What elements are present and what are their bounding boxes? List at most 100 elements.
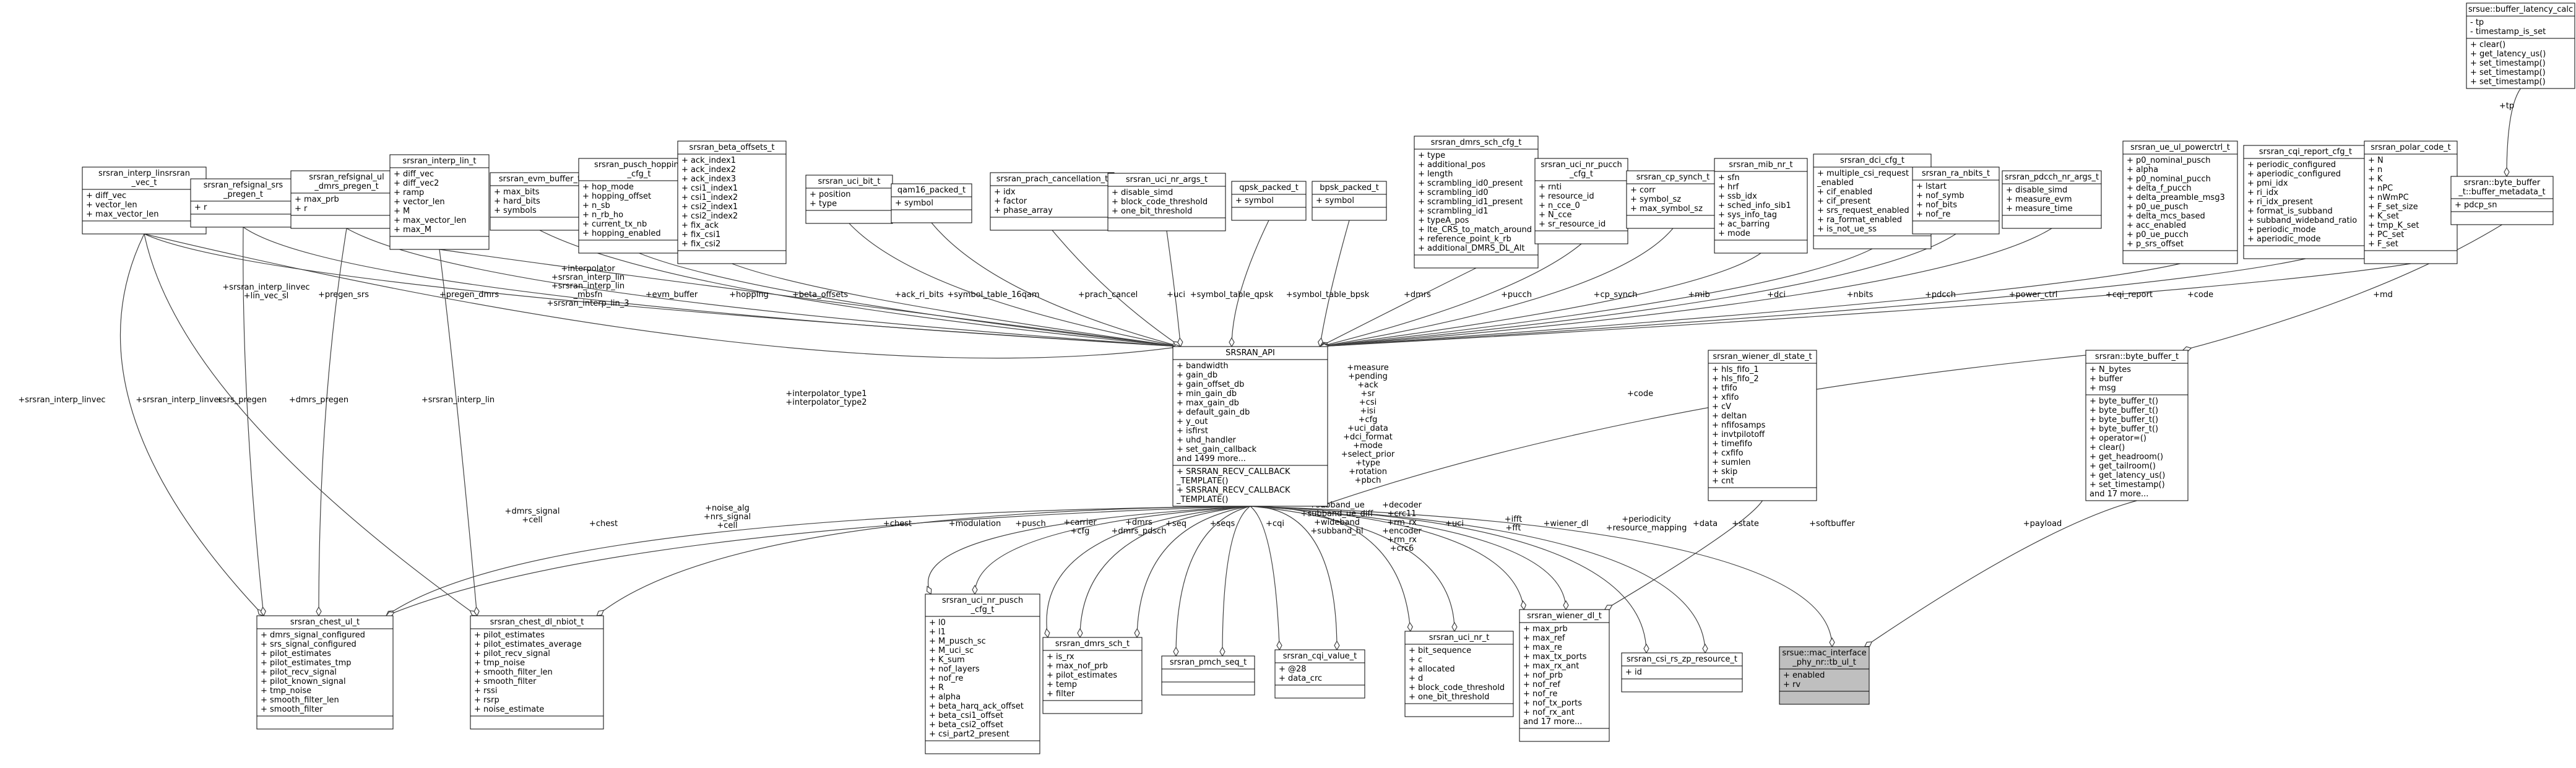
class-title: srsran_beta_offsets_t bbox=[689, 143, 775, 152]
class-box-uci-nr[interactable]: srsran_uci_nr_t+ bit_sequence+ c+ alloca… bbox=[1404, 631, 1514, 717]
class-field: + F_set_size bbox=[2368, 202, 2418, 212]
association-edge bbox=[1605, 500, 1763, 610]
class-field: + M_uci_sc bbox=[929, 646, 974, 655]
class-box-evm-buffer[interactable]: srsran_evm_buffer_t+ max_bits+ hard_bits… bbox=[490, 172, 590, 231]
class-field: + pdcp_sn bbox=[2455, 201, 2497, 210]
class-box-qam16[interactable]: qam16_packed_t+ symbol bbox=[891, 183, 972, 223]
class-field: + n_rb_ho bbox=[582, 210, 623, 220]
edge-label: +wiener_dl bbox=[1543, 519, 1588, 529]
class-field: + sys_info_tag bbox=[1718, 210, 1777, 220]
class-box-mac-interface[interactable]: srsue::mac_interface_phy_nr::tb_ul_t+ en… bbox=[1779, 646, 1870, 705]
class-field: + ack_index1 bbox=[681, 156, 736, 165]
class-box-cqi-value[interactable]: srsran_cqi_value_t+ @28+ data_crc bbox=[1274, 649, 1365, 699]
edge-label: +cfg bbox=[1359, 415, 1378, 425]
class-method: + set_timestamp() bbox=[2470, 77, 2546, 87]
class-box-pmch-seq[interactable]: srsran_pmch_seq_t bbox=[1161, 655, 1255, 696]
class-title: srsran_uci_nr_t bbox=[1429, 633, 1490, 642]
class-box-dmrs-sch-cfg[interactable]: srsran_dmrs_sch_cfg_t+ type+ additional_… bbox=[1414, 136, 1539, 269]
class-title: SRSRAN_API bbox=[1225, 348, 1275, 358]
class-title: srsran_interp_lin_t bbox=[402, 157, 476, 166]
class-field: + cxfifo bbox=[1712, 449, 1744, 458]
class-box-interp-lin-vec[interactable]: srsran_interp_linsrsran_vec_t+ diff_vec+… bbox=[82, 166, 207, 235]
class-box-cp-synch[interactable]: srsran_cp_synch_t+ corr+ symbol_sz+ max_… bbox=[1626, 170, 1720, 229]
class-method: + byte_buffer_t() bbox=[2090, 397, 2158, 406]
class-box-chest-dl-nbiot[interactable]: srsran_chest_dl_nbiot_t+ pilot_estimates… bbox=[470, 615, 604, 730]
class-field: + y_out bbox=[1177, 417, 1208, 426]
edge-label: +dci_format bbox=[1343, 433, 1393, 442]
class-field: + one_bit_threshold bbox=[1409, 692, 1489, 702]
class-field: + N_cce bbox=[1539, 210, 1572, 220]
class-box-bpsk[interactable]: bpsk_packed_t+ symbol bbox=[1312, 181, 1387, 221]
association-edge bbox=[1320, 248, 1873, 347]
class-box-polar-code[interactable]: srsran_polar_code_t+ N+ n+ K+ nPC+ nWmPC… bbox=[2364, 140, 2458, 264]
class-box-prach-cancel[interactable]: srsran_prach_cancellation_t+ idx+ factor… bbox=[990, 172, 1115, 231]
class-box-interp-lin[interactable]: srsran_interp_lin_t+ diff_vec+ diff_vec2… bbox=[389, 154, 490, 250]
class-box-dci-cfg[interactable]: srsran_dci_cfg_t+ multiple_csi_request_e… bbox=[1813, 153, 1932, 249]
class-box-refsignal-dmrs[interactable]: srsran_refsignal_ul_dmrs_pregen_t+ max_p… bbox=[290, 170, 403, 229]
class-method: + byte_buffer_t() bbox=[2090, 415, 2158, 425]
edge-label: +md bbox=[2373, 290, 2393, 300]
class-box-uci-bit[interactable]: srsran_uci_bit_t+ position+ type bbox=[805, 175, 893, 224]
class-box-srsran-api[interactable]: SRSRAN_API+ bandwidth+ gain_db+ gain_off… bbox=[1172, 346, 1328, 507]
class-field: + csi2_index2 bbox=[681, 212, 738, 221]
class-box-ra-nbits[interactable]: srsran_ra_nbits_t+ lstart+ nof_symb+ nof… bbox=[1912, 166, 2000, 235]
edge-label: +data bbox=[1693, 519, 1718, 529]
class-field: + typeA_pos bbox=[1418, 216, 1469, 225]
class-title: srsran_uci_nr_args_t bbox=[1126, 175, 1208, 184]
class-field: + rv bbox=[1783, 680, 1800, 689]
class-field: + beta_csi2_offset bbox=[929, 720, 1003, 730]
class-box-wiener-dl[interactable]: srsran_wiener_dl_t+ max_prb+ max_ref+ ma… bbox=[1519, 609, 1610, 742]
association-edge bbox=[319, 228, 347, 616]
class-box-mib-nr[interactable]: srsran_mib_nr_t+ sfn+ hrf+ ssb_idx+ sche… bbox=[1714, 158, 1808, 254]
class-method: and 17 more... bbox=[2090, 490, 2148, 499]
edge-label: +uci_data bbox=[1347, 424, 1388, 433]
class-title: srsran_evm_buffer_t bbox=[499, 175, 581, 184]
edge-label: +cell bbox=[717, 521, 737, 530]
edge-label: +lin_vec_sl bbox=[244, 291, 289, 301]
class-field: + symbol_sz bbox=[1630, 195, 1681, 204]
class-box-uci-nr-pucch[interactable]: srsran_uci_nr_pucch_cfg_t+ rnti+ resourc… bbox=[1534, 158, 1628, 244]
class-box-byte-buffer[interactable]: srsran::byte_buffer_t+ N_bytes+ buffer+ … bbox=[2085, 350, 2189, 501]
class-box-dmrs-sch[interactable]: srsran_dmrs_sch_t+ is_rx+ max_nof_prb+ p… bbox=[1042, 637, 1143, 714]
association-edge bbox=[1047, 506, 1251, 637]
class-box-chest-ul[interactable]: srsran_chest_ul_t+ dmrs_signal_configure… bbox=[256, 615, 394, 730]
class-field: + type bbox=[1418, 151, 1445, 160]
class-field: + fix_csi2 bbox=[681, 239, 720, 249]
class-boxes: srsran_interp_linsrsran_vec_t+ diff_vec+… bbox=[82, 2, 2575, 754]
edge-label: +power_ctrl bbox=[2009, 290, 2058, 300]
class-title: srsran_cp_synch_t bbox=[1636, 173, 1710, 182]
class-method: + get_latency_us() bbox=[2470, 50, 2546, 59]
class-title: _vec_t bbox=[131, 178, 157, 188]
class-title: srsran::byte_buffer_t bbox=[2095, 352, 2179, 361]
edge-label: +decoder bbox=[1382, 501, 1422, 510]
class-field: + min_gain_db bbox=[1177, 389, 1237, 399]
class-box-wiener-dl-state[interactable]: srsran_wiener_dl_state_t+ hls_fifo_1+ hl… bbox=[1708, 350, 1817, 501]
class-box-uci-nr-pusch[interactable]: srsran_uci_nr_pusch_cfg_t+ l0+ l1+ M_pus… bbox=[925, 593, 1040, 754]
class-field: + max_M bbox=[394, 225, 431, 235]
class-field: + acc_enabled bbox=[2127, 221, 2186, 230]
class-box-cqi-report-cfg[interactable]: srsran_cqi_report_cfg_t+ periodic_config… bbox=[2243, 145, 2368, 259]
class-box-refsignal-srs[interactable]: srsran_refsignal_srs_pregen_t+ r bbox=[190, 178, 296, 228]
class-method: + operator=() bbox=[2090, 434, 2146, 443]
class-title: _pregen_t bbox=[223, 190, 263, 199]
edge-label: +subband_hl bbox=[1310, 527, 1363, 536]
class-field: + srs_signal_configured bbox=[261, 640, 357, 649]
edge-label: +srsran_interp_lin_3 bbox=[547, 299, 629, 308]
class-title: _dmrs_pregen_t bbox=[314, 182, 378, 191]
association-edge bbox=[732, 263, 1181, 347]
class-title: _cfg_t bbox=[626, 170, 650, 179]
class-box-byte-buffer-metadata[interactable]: srsran::byte_buffer_t::buffer_metadata_t… bbox=[2450, 176, 2554, 225]
class-field: + r bbox=[295, 204, 308, 214]
class-field: + cnt bbox=[1712, 477, 1734, 486]
class-field: + block_code_threshold bbox=[1112, 197, 1208, 207]
class-box-uci-nr-args[interactable]: srsran_uci_nr_args_t+ disable_simd+ bloc… bbox=[1107, 173, 1226, 231]
class-field: + K_sum bbox=[929, 655, 965, 665]
class-box-buffer-latency-calc[interactable]: srsue::buffer_latency_calc- tp- timestam… bbox=[2466, 2, 2575, 89]
class-box-csi-rs-zp[interactable]: srsran_csi_rs_zp_resource_t+ id bbox=[1621, 652, 1743, 692]
class-box-pdcch-nr-args[interactable]: srsran_pdcch_nr_args_t+ disable_simd+ me… bbox=[2002, 170, 2102, 229]
class-box-qpsk[interactable]: qpsk_packed_t+ symbol bbox=[1231, 181, 1307, 221]
class-box-beta-offsets[interactable]: srsran_beta_offsets_t+ ack_index1+ ack_i… bbox=[677, 140, 787, 264]
class-box-ue-ul-powerctrl[interactable]: srsran_ue_ul_powerctrl_t+ p0_nominal_pus… bbox=[2122, 140, 2238, 264]
class-field: + hop_mode bbox=[582, 183, 634, 192]
edge-label: +wideband bbox=[1314, 518, 1360, 527]
